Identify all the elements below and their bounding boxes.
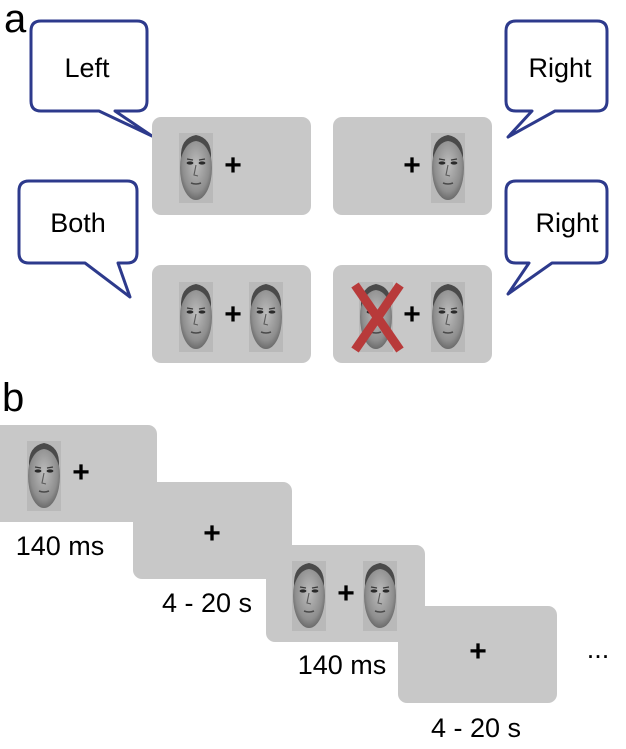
timeline-screen-3: + bbox=[266, 545, 425, 642]
fixation-cross: + bbox=[403, 298, 421, 331]
speech-bubble-icon bbox=[29, 19, 154, 138]
speech-bubble-left: Left bbox=[29, 19, 154, 138]
fixation-cross: + bbox=[224, 149, 242, 182]
face-icon bbox=[430, 281, 466, 353]
fixation-cross: + bbox=[469, 635, 487, 668]
fixation-cross: + bbox=[224, 298, 242, 331]
speech-bubble-icon bbox=[17, 179, 139, 299]
timeline-screen-2: + bbox=[133, 482, 292, 579]
speech-bubble-right-bottom: Right bbox=[504, 179, 609, 296]
face-icon bbox=[178, 281, 214, 353]
fixation-cross: + bbox=[337, 577, 355, 610]
screen-extinction: + bbox=[333, 265, 492, 363]
face-icon bbox=[248, 281, 284, 353]
fixation-cross: + bbox=[403, 149, 421, 182]
bubble-label-right-top: Right bbox=[528, 53, 592, 83]
duration-label-2: 4 - 20 s bbox=[162, 588, 252, 618]
fixation-cross: + bbox=[72, 456, 90, 489]
screen-right-face: + bbox=[333, 117, 492, 215]
face-icon bbox=[26, 440, 62, 512]
duration-label-4: 4 - 20 s bbox=[431, 713, 521, 743]
duration-label-3: 140 ms bbox=[298, 650, 387, 680]
bubble-label-left: Left bbox=[64, 53, 110, 83]
duration-label-1: 140 ms bbox=[16, 531, 105, 561]
face-icon bbox=[362, 560, 398, 632]
timeline-screen-4: + bbox=[398, 606, 557, 703]
panel-b-letter: b bbox=[2, 376, 24, 420]
screen-both-faces: + bbox=[152, 265, 311, 363]
timeline-screen-1: + bbox=[0, 425, 157, 522]
speech-bubble-both: Both bbox=[17, 179, 139, 299]
speech-bubble-icon bbox=[504, 179, 609, 296]
bubble-label-both: Both bbox=[50, 208, 106, 238]
face-icon bbox=[291, 560, 327, 632]
face-icon bbox=[178, 132, 214, 204]
face-icon bbox=[430, 132, 466, 204]
fixation-cross: + bbox=[203, 517, 221, 550]
bubble-label-right-bottom: Right bbox=[535, 208, 599, 238]
screen-left-face: + bbox=[152, 117, 311, 215]
ellipsis: ... bbox=[587, 634, 610, 664]
red-x-icon bbox=[351, 282, 404, 353]
panel-a-letter: a bbox=[4, 0, 27, 41]
speech-bubble-right-top: Right bbox=[504, 19, 609, 139]
speech-bubble-icon bbox=[504, 19, 609, 139]
